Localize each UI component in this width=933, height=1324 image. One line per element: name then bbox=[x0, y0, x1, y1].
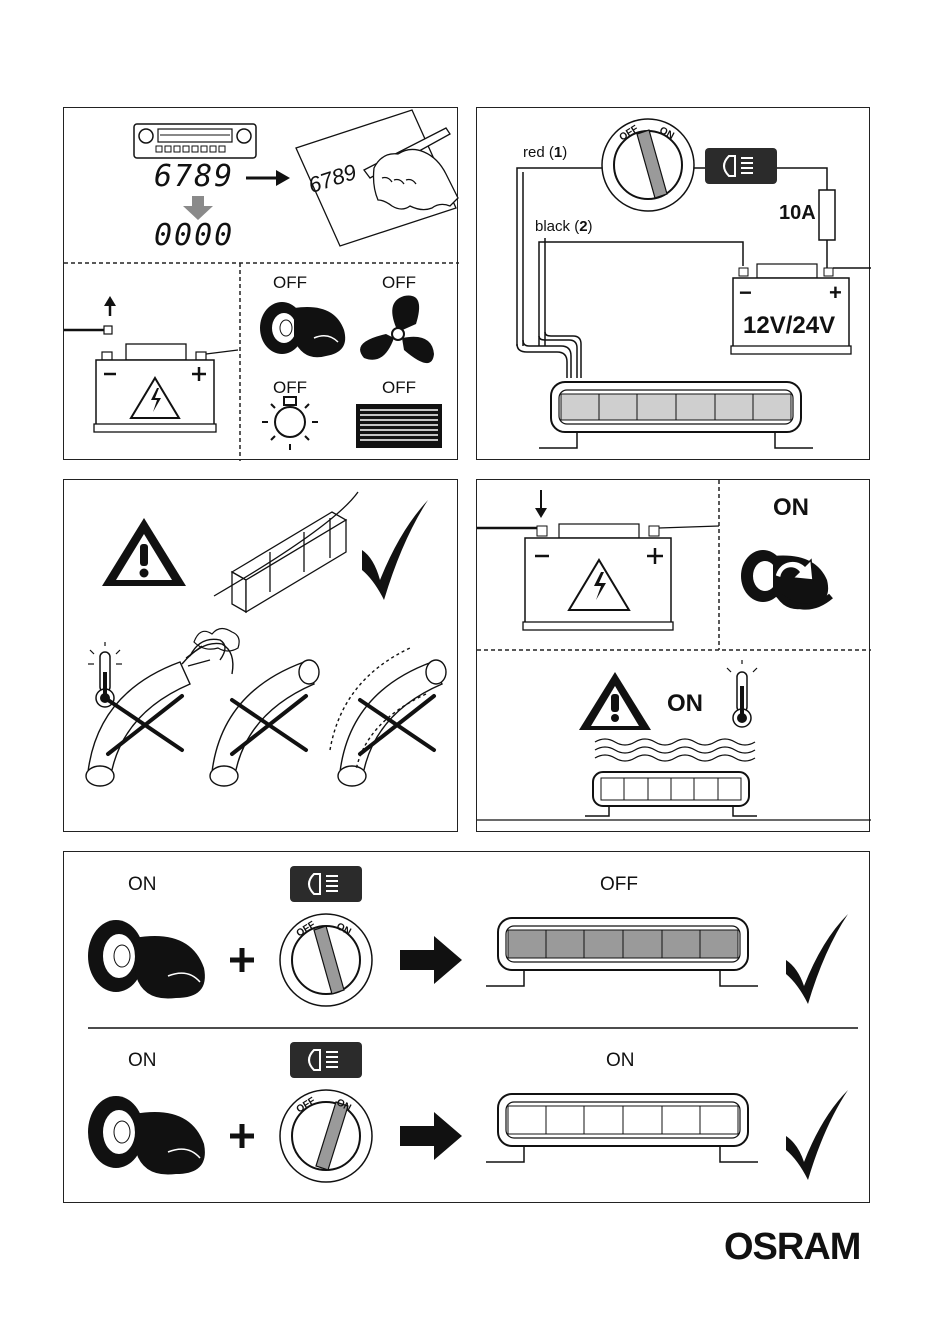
light-bar-small-icon bbox=[585, 772, 757, 816]
plus-sign-row1-icon bbox=[230, 948, 254, 972]
ignition-key-row1-icon bbox=[88, 920, 205, 999]
battery-icon-wiring bbox=[731, 264, 851, 354]
panel-code-disconnect: 6789 0000 6789 OFF OFF OFF OFF bbox=[63, 107, 458, 460]
battery-reconnect-icon bbox=[477, 490, 719, 630]
panel-wiring-diagram: red (1) black (2) OFF ON 10A − + 12V/24V bbox=[476, 107, 870, 460]
panel-e-drawing bbox=[64, 852, 871, 1204]
row1-ignition-on-label: ON bbox=[128, 874, 157, 896]
arrow-right-row1-icon bbox=[400, 936, 462, 984]
battery-plus: + bbox=[829, 280, 842, 306]
rotary-switch-row1-icon bbox=[280, 914, 372, 1006]
light-bar-icon bbox=[539, 382, 813, 448]
fuse-rating-label: 10A bbox=[779, 202, 816, 225]
right-arrow-icon bbox=[246, 170, 290, 186]
off-label-light: OFF bbox=[273, 378, 307, 398]
off-label-fan: OFF bbox=[382, 273, 416, 293]
ignition-on-label: ON bbox=[773, 494, 809, 522]
wire-red-label: red (1) bbox=[523, 144, 567, 161]
battery-minus: − bbox=[739, 280, 752, 306]
rotary-switch-icon bbox=[602, 119, 694, 211]
panel-d-drawing bbox=[477, 480, 871, 833]
osram-logo: OSRAM bbox=[724, 1226, 860, 1269]
panel-operation: ON OFF ON ON OFF ON OFF ON bbox=[63, 851, 870, 1203]
headlight-icon bbox=[705, 148, 777, 184]
heated-window-icon bbox=[356, 404, 442, 448]
fuse-icon bbox=[819, 190, 835, 240]
thermometer-heat-icon bbox=[727, 660, 757, 727]
thermometer-icon bbox=[88, 642, 122, 707]
ignition-key-row2-icon bbox=[88, 1096, 205, 1175]
plus-sign-row2-icon bbox=[230, 1124, 254, 1148]
off-label-heater: OFF bbox=[382, 378, 416, 398]
radio-code-display: 6789 bbox=[154, 159, 234, 194]
row1-lightbar-off-label: OFF bbox=[600, 874, 638, 896]
headlight-row2-icon bbox=[290, 1042, 362, 1078]
heat-waves-icon bbox=[595, 739, 755, 761]
battery-voltage-label: 12V/24V bbox=[743, 312, 835, 340]
wire-black-label: black (2) bbox=[535, 218, 593, 235]
check-mark-icon bbox=[362, 500, 428, 600]
warning-icon bbox=[102, 518, 186, 586]
check-mark-row1-icon bbox=[786, 914, 848, 1004]
battery-icon bbox=[64, 296, 238, 432]
row2-lightbar-on-label: ON bbox=[606, 1050, 635, 1072]
arrow-right-row2-icon bbox=[400, 1112, 462, 1160]
panel-reconnect-heat: ON ON bbox=[476, 479, 870, 832]
steam-icon bbox=[186, 628, 239, 666]
radio-reset-display: 0000 bbox=[154, 218, 234, 253]
panel-c-drawing bbox=[64, 480, 459, 833]
light-bar-on-icon bbox=[486, 1094, 758, 1162]
fan-icon bbox=[360, 296, 434, 364]
light-bar-off-icon bbox=[486, 918, 758, 986]
ignition-key-icon bbox=[260, 302, 345, 357]
down-arrow-icon bbox=[183, 196, 213, 220]
cable-duct-icon bbox=[214, 492, 358, 612]
panel-cable-routing bbox=[63, 479, 458, 832]
car-radio-icon bbox=[134, 124, 256, 158]
warning-icon-heat bbox=[579, 672, 651, 730]
ignition-key-on-icon bbox=[741, 550, 831, 609]
light-bulb-icon bbox=[262, 397, 318, 450]
check-mark-row2-icon bbox=[786, 1090, 848, 1180]
headlight-row1-icon bbox=[290, 866, 362, 902]
row2-ignition-on-label: ON bbox=[128, 1050, 157, 1072]
off-label-ignition: OFF bbox=[273, 273, 307, 293]
rotary-switch-row2-icon bbox=[280, 1090, 372, 1182]
heat-on-label: ON bbox=[667, 690, 703, 718]
